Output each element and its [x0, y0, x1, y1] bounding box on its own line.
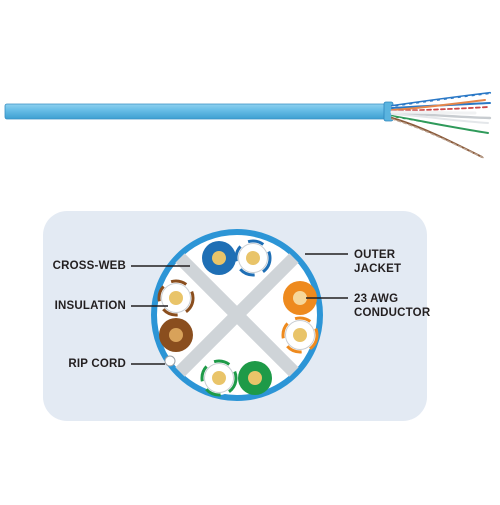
leader-lines	[131, 253, 348, 365]
label-outer-jacket: OUTER JACKET	[354, 248, 401, 276]
label-rip-cord: RIP CORD	[68, 358, 126, 370]
cable-jacket	[4, 103, 389, 120]
label-conductor: 23 AWG CONDUCTOR	[354, 292, 430, 320]
exposed-pairs	[390, 91, 492, 159]
label-conductor-line1: 23 AWG	[354, 293, 399, 305]
label-insulation: INSULATION	[54, 300, 126, 312]
label-conductor-line2: CONDUCTOR	[354, 307, 431, 319]
label-cross-web: CROSS-WEB	[52, 260, 126, 272]
label-outer-jacket-line2: JACKET	[354, 263, 402, 275]
pair-green	[200, 359, 272, 397]
pair-blue	[202, 239, 272, 277]
pair-orange	[281, 281, 319, 354]
rip-cord	[164, 355, 176, 367]
cable-side-view	[4, 91, 492, 159]
cross-web-shape	[175, 253, 299, 377]
label-outer-jacket-line1: OUTER	[354, 249, 396, 261]
